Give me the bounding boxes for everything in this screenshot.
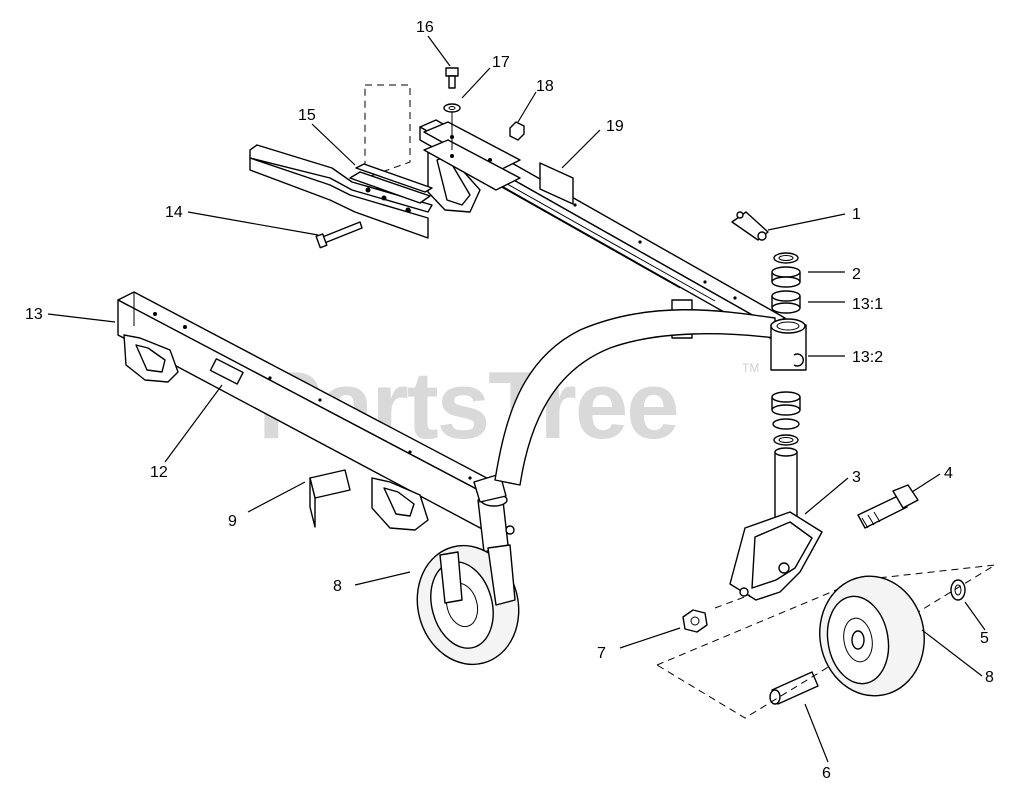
caster-fork-right[interactable] (729, 447, 823, 601)
spindle-housing[interactable] (770, 318, 807, 371)
callout-17: 17 (492, 54, 510, 71)
callout-5: 5 (980, 630, 989, 647)
caster-fork-left[interactable] (473, 473, 515, 553)
extension-bracket[interactable] (249, 144, 433, 239)
decal-9[interactable] (309, 469, 351, 528)
grease-fitting[interactable] (731, 211, 769, 241)
caster-wheel-right[interactable] (810, 568, 933, 704)
callout-13-2: 13:2 (852, 349, 883, 366)
cross-tube[interactable] (494, 309, 776, 486)
callout-18: 18 (536, 78, 554, 95)
caster-wheel-left[interactable] (404, 534, 532, 676)
callout-13-1: 13:1 (852, 296, 883, 313)
callout-19: 19 (606, 118, 624, 135)
washer-17[interactable] (443, 103, 461, 113)
carriage-bolt[interactable] (315, 221, 363, 249)
callouts: 1 2 13:1 13:2 3 4 5 6 7 8 8 9 12 13 14 1… (25, 19, 994, 782)
watermark-trademark: TM (742, 361, 759, 375)
nut-18[interactable] (509, 121, 525, 141)
callout-1: 1 (852, 206, 861, 223)
axle-nut[interactable] (682, 609, 708, 633)
callout-3: 3 (852, 469, 861, 486)
callout-2: 2 (852, 266, 861, 283)
callout-8-right: 8 (985, 669, 994, 686)
callout-9: 9 (228, 513, 237, 530)
callout-12: 12 (150, 464, 168, 481)
callout-14: 14 (165, 204, 183, 221)
spacer-washer-upper[interactable] (771, 252, 801, 288)
leader-lines (47, 35, 986, 763)
callout-13: 13 (25, 306, 43, 323)
callout-6: 6 (822, 765, 831, 782)
callout-7: 7 (597, 645, 606, 662)
callout-15: 15 (298, 107, 316, 124)
axle-washer[interactable] (950, 579, 966, 601)
bushing-lower[interactable] (771, 391, 801, 446)
callout-16: 16 (416, 19, 434, 36)
callout-4: 4 (944, 465, 953, 482)
decal-12 (209, 358, 244, 385)
bushing-upper[interactable] (771, 290, 801, 314)
axle-bolt[interactable] (857, 484, 919, 529)
decal-19[interactable] (539, 162, 574, 205)
rail-bracket-plate[interactable] (423, 121, 521, 191)
callout-8-left: 8 (333, 578, 342, 595)
frame-rail-front[interactable] (117, 291, 501, 531)
hex-bolt-16[interactable] (445, 67, 459, 89)
